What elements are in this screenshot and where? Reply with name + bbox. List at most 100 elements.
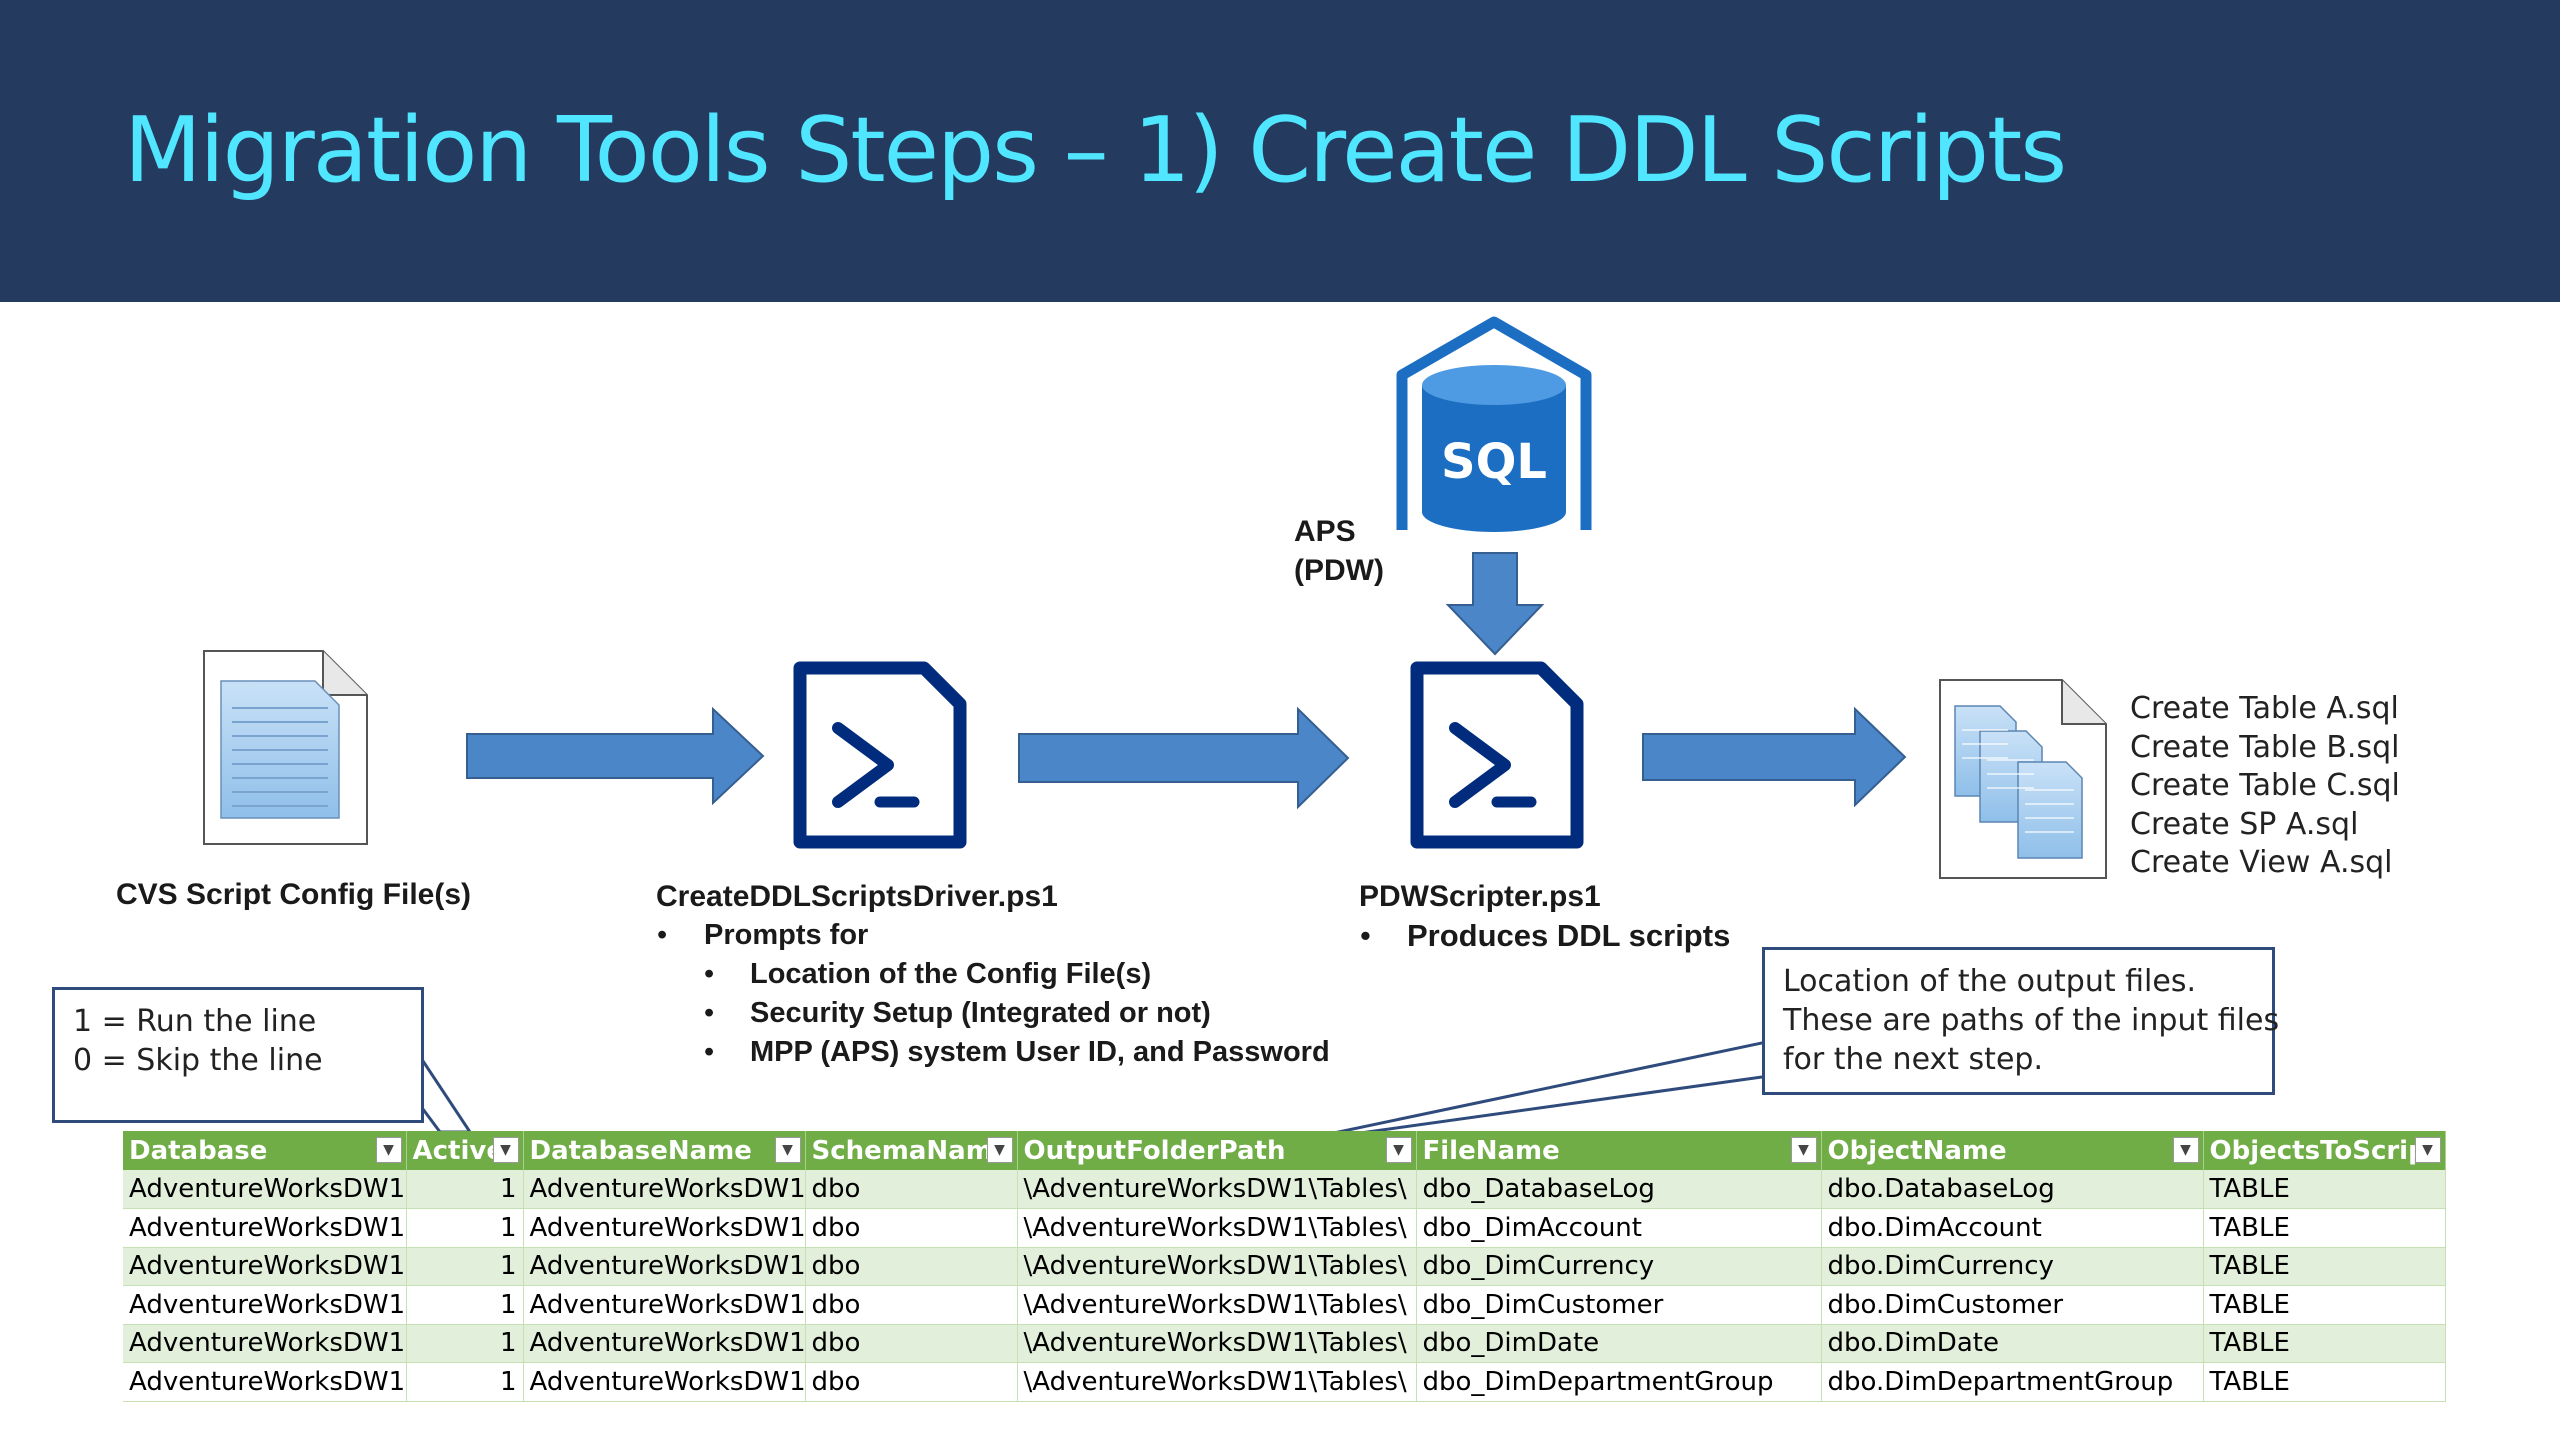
driver-sub-bullet-1: Location of the Config File(s) (704, 955, 1330, 994)
table-cell[interactable]: dbo (805, 1208, 1018, 1248)
column-header[interactable]: OutputFolderPath▼ (1017, 1131, 1417, 1170)
table-cell[interactable]: dbo_DimDate (1416, 1324, 1822, 1363)
table-cell[interactable]: 1 (406, 1247, 524, 1286)
table-cell[interactable]: AdventureWorksDW1 (123, 1247, 407, 1286)
column-header[interactable]: DatabaseName▼ (523, 1131, 806, 1170)
filter-dropdown-icon[interactable]: ▼ (1790, 1137, 1817, 1163)
arrow-config-to-driver (466, 706, 765, 806)
table-cell[interactable]: AdventureWorksDW1 (123, 1170, 407, 1209)
table-cell[interactable]: \AdventureWorksDW1\Tables\ (1017, 1247, 1417, 1286)
table-cell[interactable]: AdventureWorksDW1 (523, 1362, 806, 1402)
table-cell[interactable]: AdventureWorksDW1 (523, 1285, 806, 1325)
scripter-name: PDWScripter.ps1 (1359, 880, 1601, 913)
table-cell[interactable]: TABLE (2203, 1362, 2446, 1402)
table-cell[interactable]: AdventureWorksDW1 (523, 1170, 806, 1209)
callout-output: Location of the output files. These are … (1762, 947, 2280, 1095)
callout-active-line2: 0 = Skip the line (73, 1043, 323, 1078)
table-cell[interactable]: dbo (805, 1285, 1018, 1325)
column-header[interactable]: FileName▼ (1416, 1131, 1822, 1170)
arrow-scripter-to-files (1642, 706, 1907, 808)
table-cell[interactable]: dbo_DimDepartmentGroup (1416, 1362, 1822, 1402)
table-cell[interactable]: dbo.DimDepartmentGroup (1821, 1362, 2204, 1402)
filter-dropdown-icon[interactable]: ▼ (986, 1137, 1013, 1163)
column-header[interactable]: Database▼ (123, 1131, 407, 1170)
table-cell[interactable]: 1 (406, 1362, 524, 1402)
table-cell[interactable]: TABLE (2203, 1208, 2446, 1248)
powershell-driver-icon (793, 661, 967, 849)
table-cell[interactable]: dbo.DimDate (1821, 1324, 2204, 1363)
driver-sub-bullet-3: MPP (APS) system User ID, and Password (704, 1033, 1330, 1072)
output-file-item: Create Table B.sql (2130, 729, 2400, 765)
table-cell[interactable]: AdventureWorksDW1 (123, 1362, 407, 1402)
table-cell[interactable]: dbo.DimCurrency (1821, 1247, 2204, 1286)
table-header-row: Database▼ Active▼ DatabaseName▼ SchemaNa… (123, 1131, 2446, 1170)
table-cell[interactable]: 1 (406, 1170, 524, 1209)
scripter-bullet: Produces DDL scripts (1360, 916, 1730, 955)
table-cell[interactable]: dbo (805, 1247, 1018, 1286)
table-cell[interactable]: TABLE (2203, 1170, 2446, 1209)
table-cell[interactable]: TABLE (2203, 1247, 2446, 1286)
table-cell[interactable]: dbo (805, 1170, 1018, 1209)
table-cell[interactable]: AdventureWorksDW1 (123, 1285, 407, 1325)
output-file-list: Create Table A.sql Create Table B.sql Cr… (2130, 690, 2400, 883)
table-cell[interactable]: dbo.DimCustomer (1821, 1285, 2204, 1325)
table-cell[interactable]: 1 (406, 1285, 524, 1325)
table-cell[interactable]: dbo_DimAccount (1416, 1208, 1822, 1248)
table-row: AdventureWorksDW1 1 AdventureWorksDW1 db… (123, 1247, 2446, 1286)
sql-database-icon: SQL (1396, 316, 1592, 532)
table-cell[interactable]: \AdventureWorksDW1\Tables\ (1017, 1324, 1417, 1363)
column-header[interactable]: ObjectsToScript▼ (2203, 1131, 2446, 1170)
table-cell[interactable]: dbo_DatabaseLog (1416, 1170, 1822, 1209)
driver-sub-bullet-2: Security Setup (Integrated or not) (704, 994, 1330, 1033)
callout-output-line3: for the next step. (1783, 1042, 2043, 1077)
filter-dropdown-icon[interactable]: ▼ (1385, 1137, 1412, 1163)
table-cell[interactable]: AdventureWorksDW1 (123, 1208, 407, 1248)
table-cell[interactable]: dbo.DimAccount (1821, 1208, 2204, 1248)
table-cell[interactable]: AdventureWorksDW1 (123, 1324, 407, 1363)
table-cell[interactable]: TABLE (2203, 1285, 2446, 1325)
output-file-item: Create Table A.sql (2130, 691, 2399, 726)
table-cell[interactable]: dbo_DimCustomer (1416, 1285, 1822, 1325)
driver-name: CreateDDLScriptsDriver.ps1 (656, 880, 1058, 913)
table-row: AdventureWorksDW1 1 AdventureWorksDW1 db… (123, 1170, 2446, 1209)
column-header[interactable]: SchemaName▼ (805, 1131, 1018, 1170)
table-cell[interactable]: \AdventureWorksDW1\Tables\ (1017, 1208, 1417, 1248)
callout-active: 1 = Run the line 0 = Skip the line (52, 987, 424, 1123)
filter-dropdown-icon[interactable]: ▼ (2414, 1137, 2441, 1163)
callout-output-line1: Location of the output files. (1783, 964, 2196, 999)
output-files-icon (1939, 679, 2107, 879)
filter-dropdown-icon[interactable]: ▼ (774, 1137, 801, 1163)
table-cell[interactable]: \AdventureWorksDW1\Tables\ (1017, 1285, 1417, 1325)
table-cell[interactable]: TABLE (2203, 1324, 2446, 1363)
callout-output-pointer (1308, 1034, 1815, 1142)
table-cell[interactable]: AdventureWorksDW1 (523, 1247, 806, 1286)
callout-active-line1: 1 = Run the line (73, 1004, 317, 1039)
table-cell[interactable]: dbo.DatabaseLog (1821, 1170, 2204, 1209)
table-cell[interactable]: \AdventureWorksDW1\Tables\ (1017, 1362, 1417, 1402)
config-file-icon (203, 650, 368, 845)
table-row: AdventureWorksDW1 1 AdventureWorksDW1 db… (123, 1324, 2446, 1363)
column-header[interactable]: ObjectName▼ (1821, 1131, 2204, 1170)
table-cell[interactable]: 1 (406, 1324, 524, 1363)
arrow-driver-to-scripter (1018, 706, 1350, 810)
filter-dropdown-icon[interactable]: ▼ (375, 1137, 402, 1163)
column-header[interactable]: Active▼ (406, 1131, 524, 1170)
config-file-label: CVS Script Config File(s) (116, 878, 472, 911)
table-cell[interactable]: dbo_DimCurrency (1416, 1247, 1822, 1286)
table-row: AdventureWorksDW1 1 AdventureWorksDW1 db… (123, 1208, 2446, 1248)
powershell-scripter-icon (1410, 661, 1584, 849)
output-file-item: Create Table C.sql (2130, 768, 2400, 803)
table-row: AdventureWorksDW1 1 AdventureWorksDW1 db… (123, 1285, 2446, 1325)
table-cell[interactable]: 1 (406, 1208, 524, 1248)
table-cell[interactable]: dbo (805, 1362, 1018, 1402)
filter-dropdown-icon[interactable]: ▼ (2172, 1137, 2199, 1163)
aps-label-line2: (PDW) (1294, 554, 1384, 587)
table-cell[interactable]: \AdventureWorksDW1\Tables\ (1017, 1170, 1417, 1209)
table-cell[interactable]: dbo (805, 1324, 1018, 1363)
table-cell[interactable]: AdventureWorksDW1 (523, 1208, 806, 1248)
callout-output-line2: These are paths of the input files (1783, 1003, 2280, 1038)
table-cell[interactable]: AdventureWorksDW1 (523, 1324, 806, 1363)
aps-label: APS (PDW) (1294, 512, 1384, 590)
filter-dropdown-icon[interactable]: ▼ (492, 1137, 519, 1163)
